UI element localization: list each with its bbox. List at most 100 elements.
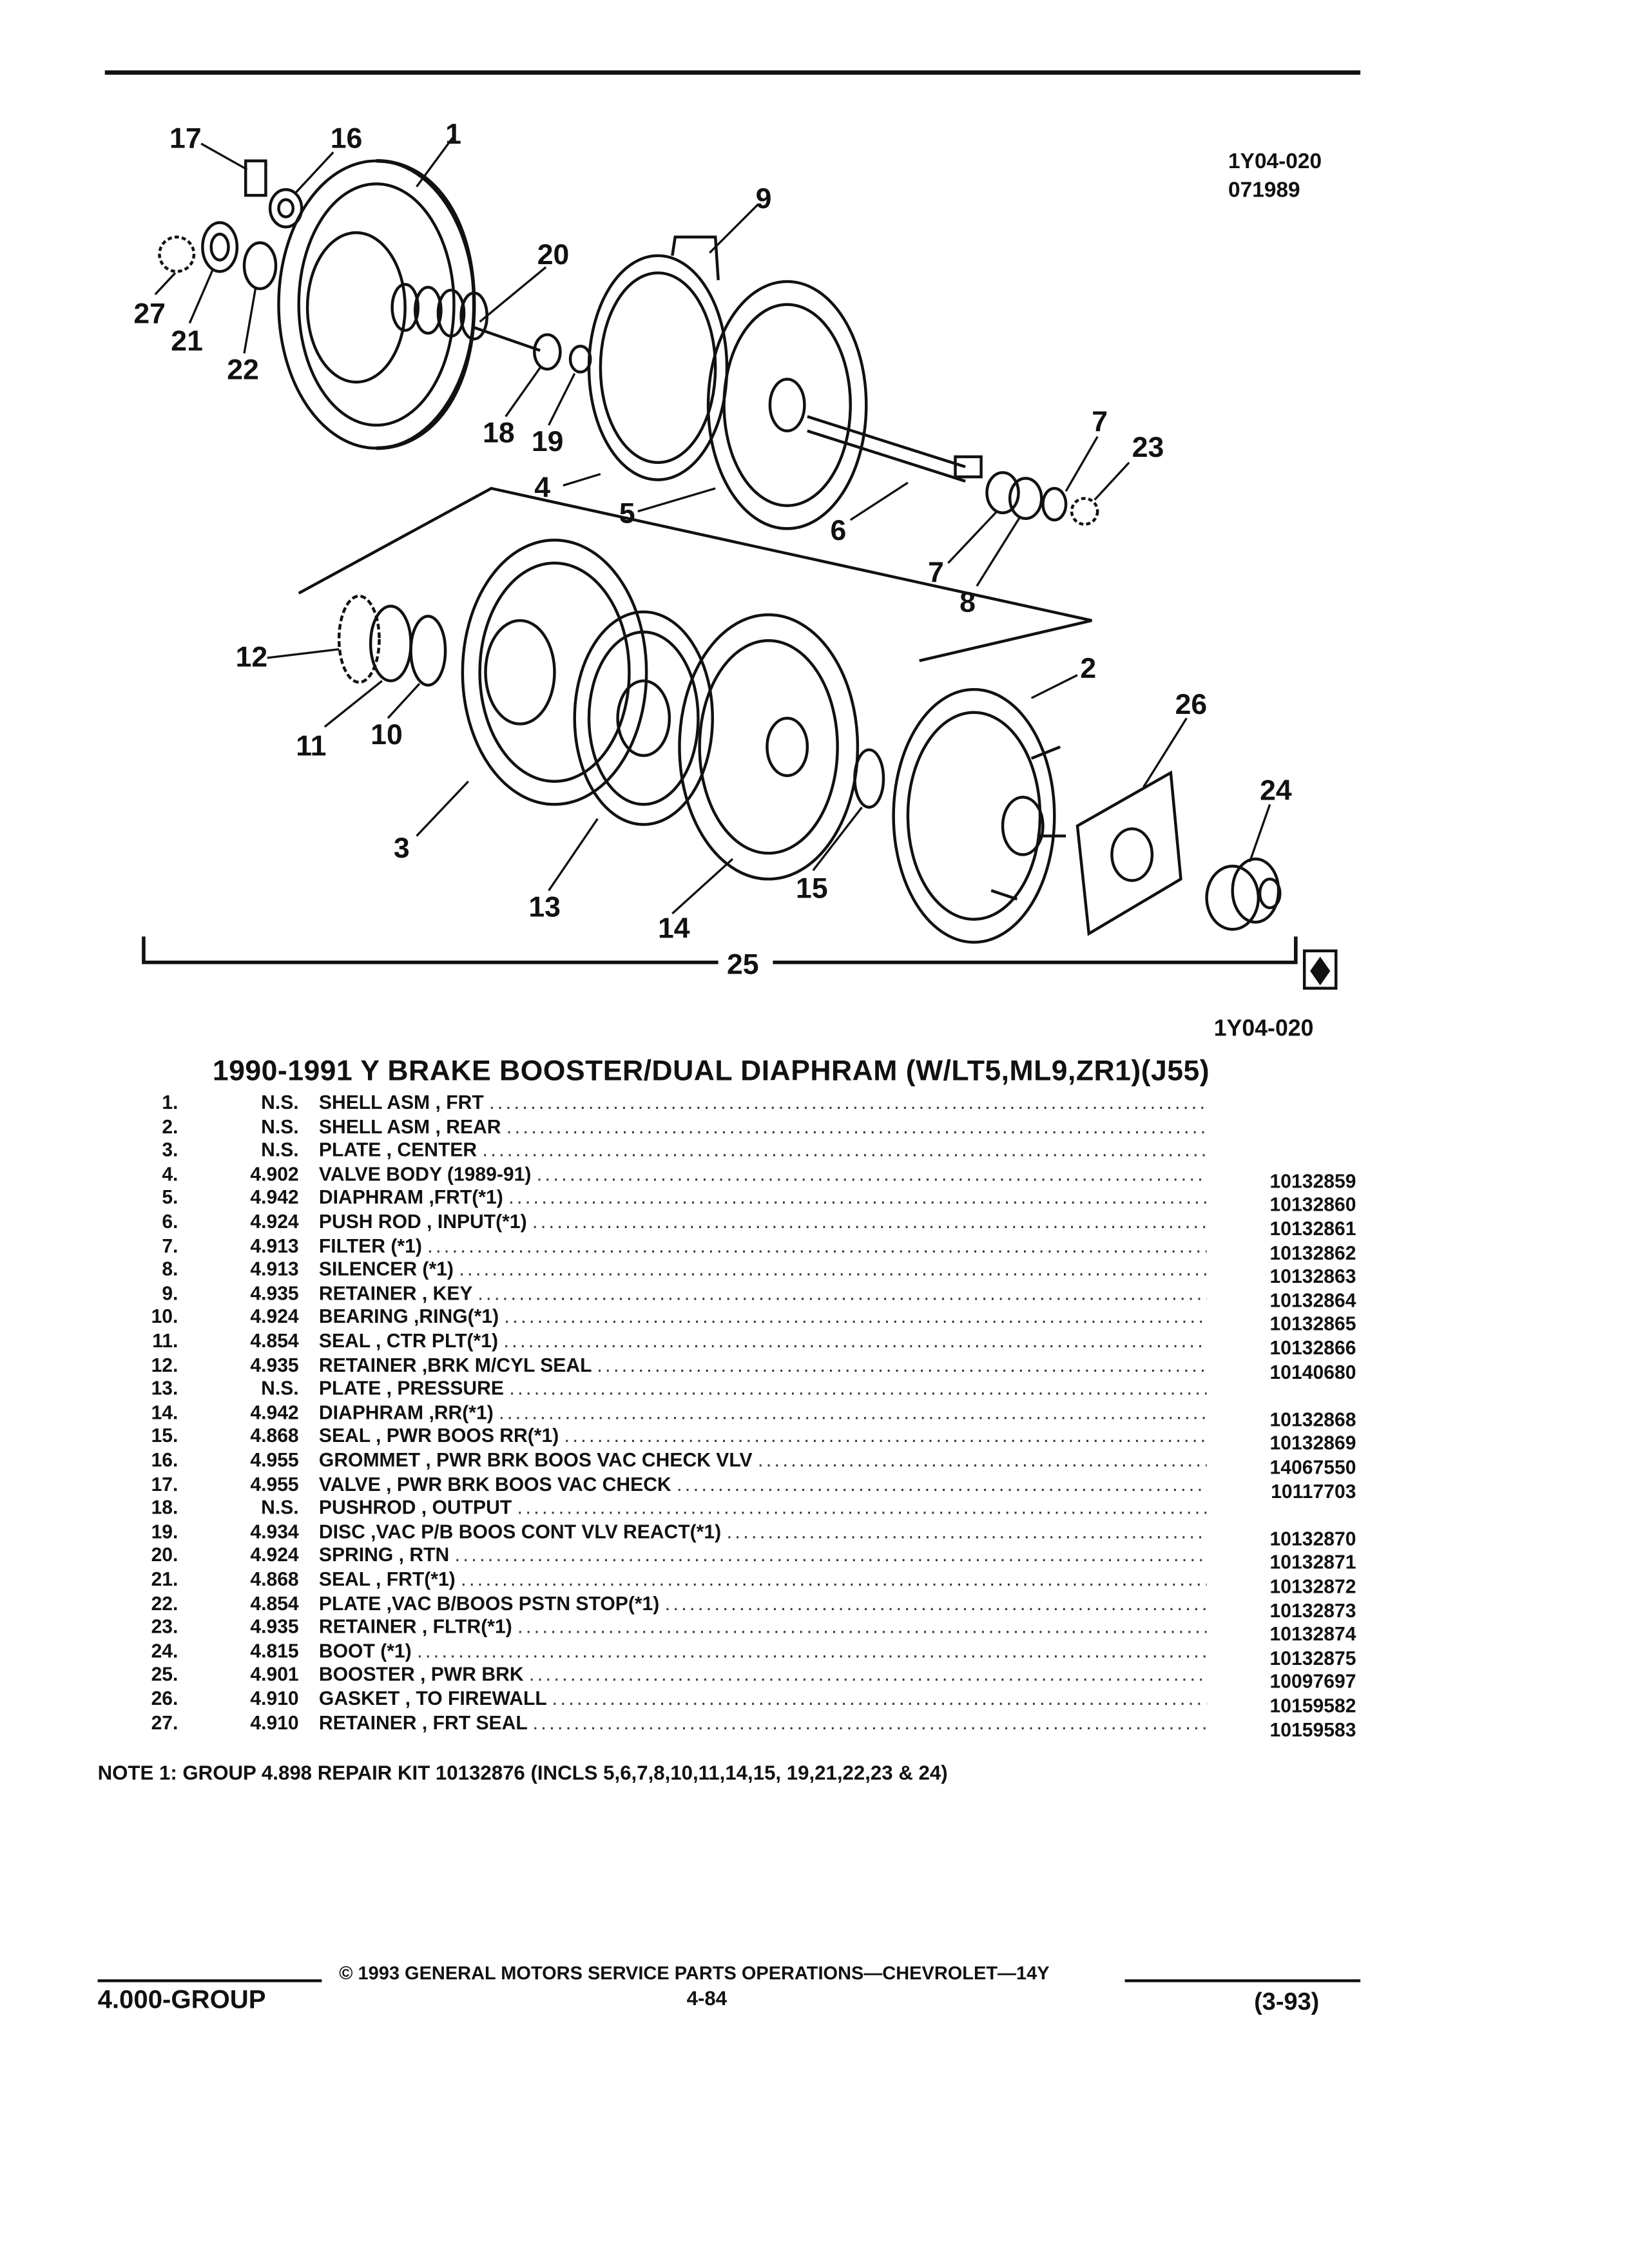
part-description: RETAINER , FRT SEAL ....................… [318,1711,1207,1733]
callout: 3 [394,832,410,864]
callout: 14 [658,913,690,945]
part-description: SILENCER (*1) ..........................… [318,1258,1207,1280]
group-number: 4.934 [250,1521,299,1542]
part-description: SHELL ASM , REAR .......................… [318,1115,1207,1137]
item-number: 7. [162,1235,178,1256]
part-description: VALVE BODY (1989-91) ...................… [318,1163,1207,1185]
group-number: N.S. [261,1091,299,1113]
group-number: 4.942 [250,1187,299,1209]
group-number: 4.902 [250,1163,299,1185]
item-number: 17. [151,1473,178,1495]
item-number: 25. [151,1664,178,1686]
item-number: 26. [151,1687,178,1709]
parts-list-row: 24. 4.815 BOOT (*1) ....................… [130,1640,1365,1669]
parts-list-row: 15. 4.868 SEAL , PWR BOOS RR(*1) .......… [130,1425,1365,1454]
part-description: PUSH ROD , INPUT(*1) ...................… [318,1211,1207,1233]
part-description: DIAPHRAM ,FRT(*1) ......................… [318,1187,1207,1209]
item-number: 3. [162,1139,178,1161]
part-description: PLATE ,VAC B/BOOS PSTN STOP(*1) ........… [318,1592,1207,1614]
part-number: 10159582 [1269,1695,1356,1717]
part-description: DIAPHRAM ,RR(*1) .......................… [318,1401,1207,1423]
callout: 2 [1080,653,1096,684]
part-number: 10132861 [1269,1218,1356,1240]
callout: 9 [756,183,772,215]
group-number: N.S. [261,1378,299,1399]
callout: 7 [1092,406,1108,437]
part-description: GROMMET , PWR BRK BOOS VAC CHECK VLV ...… [318,1449,1207,1471]
group-number: 4.868 [250,1425,299,1447]
group-number: 4.935 [250,1282,299,1304]
item-number: 1. [162,1091,178,1113]
parts-list-row: 5. 4.942 DIAPHRAM ,FRT(*1) .............… [130,1187,1365,1216]
parts-list-row: 6. 4.924 PUSH ROD , INPUT(*1) ..........… [130,1211,1365,1240]
callout: 22 [227,354,259,386]
item-number: 22. [151,1592,178,1614]
item-number: 27. [151,1711,178,1733]
part-number: 10140680 [1269,1361,1356,1383]
footer-group: 4.000-GROUP [97,1984,266,2014]
part-number: 10132873 [1269,1599,1356,1621]
callout: 25 [727,948,759,980]
part-number: 10132872 [1269,1575,1356,1597]
item-number: 24. [151,1640,178,1662]
part-number: 10132866 [1269,1337,1356,1359]
part-number: 14067550 [1269,1456,1356,1478]
callout: 4 [534,472,550,503]
part-description: BEARING ,RING(*1) ......................… [318,1306,1207,1328]
footer-rule-right [1124,1979,1361,1983]
item-number: 11. [152,1330,178,1352]
callout: 27 [133,298,166,330]
parts-list-row: 25. 4.901 BOOSTER , PWR BRK ............… [130,1664,1365,1693]
group-number: 4.913 [250,1235,299,1256]
item-number: 5. [162,1187,178,1209]
item-number: 21. [151,1568,178,1590]
group-number: N.S. [261,1497,299,1519]
parts-list-row: 19. 4.934 DISC ,VAC P/B BOOS CONT VLV RE… [130,1521,1365,1550]
parts-list-row: 1. N.S. SHELL ASM , FRT ................… [130,1091,1365,1116]
group-number: 4.955 [250,1449,299,1471]
part-number: 10132859 [1269,1170,1356,1192]
parts-list-row: 8. 4.913 SILENCER (*1) .................… [130,1258,1365,1287]
part-number: 10132871 [1269,1552,1356,1573]
callout: 17 [169,123,202,155]
group-number: 4.910 [250,1711,299,1733]
callout: 12 [236,641,268,673]
part-description: DISC ,VAC P/B BOOS CONT VLV REACT(*1) ..… [318,1521,1207,1542]
footer-rule-left [97,1979,322,1983]
part-description: PLATE , CENTER .........................… [318,1139,1207,1161]
group-number: 4.935 [250,1354,299,1376]
part-number: 10132860 [1269,1194,1356,1216]
part-number: 10132862 [1269,1242,1356,1264]
parts-list-row: 22. 4.854 PLATE ,VAC B/BOOS PSTN STOP(*1… [130,1592,1365,1621]
part-number: 10097697 [1269,1671,1356,1693]
callout: 16 [331,123,363,155]
parts-list-row: 23. 4.935 RETAINER , FLTR(*1) ..........… [130,1616,1365,1645]
part-description: RETAINER , KEY .........................… [318,1282,1207,1304]
part-description: RETAINER , FLTR(*1) ....................… [318,1616,1207,1638]
callout: 8 [959,587,976,619]
group-number: 4.924 [250,1211,299,1233]
parts-list-row: 26. 4.910 GASKET , TO FIREWALL .........… [130,1687,1365,1716]
callout: 19 [532,426,564,457]
group-number: 4.901 [250,1664,299,1686]
group-number: 4.942 [250,1401,299,1423]
illustration-code: 1Y04-020 [1228,149,1322,174]
top-rule [104,70,1361,75]
parts-list-row: 20. 4.924 SPRING , RTN .................… [130,1544,1365,1573]
parts-list-row: 11. 4.854 SEAL , CTR PLT(*1) ...........… [130,1330,1365,1359]
callout: 11 [296,731,326,762]
illustration-date-code: 071989 [1228,178,1300,203]
item-number: 19. [151,1521,178,1542]
item-number: 6. [162,1211,178,1233]
callout: 10 [371,719,403,751]
part-description: RETAINER ,BRK M/CYL SEAL ...............… [318,1354,1207,1376]
part-description: PUSHROD , OUTPUT .......................… [318,1497,1207,1519]
group-number: 4.815 [250,1640,299,1662]
parts-list-row: 16. 4.955 GROMMET , PWR BRK BOOS VAC CHE… [130,1449,1365,1478]
part-number: 10132870 [1269,1528,1356,1550]
callout: 15 [796,872,828,904]
part-description: VALVE , PWR BRK BOOS VAC CHECK .........… [318,1473,1207,1495]
item-number: 15. [151,1425,178,1447]
group-number: 4.854 [250,1330,299,1352]
part-description: FILTER (*1) ............................… [318,1235,1207,1256]
